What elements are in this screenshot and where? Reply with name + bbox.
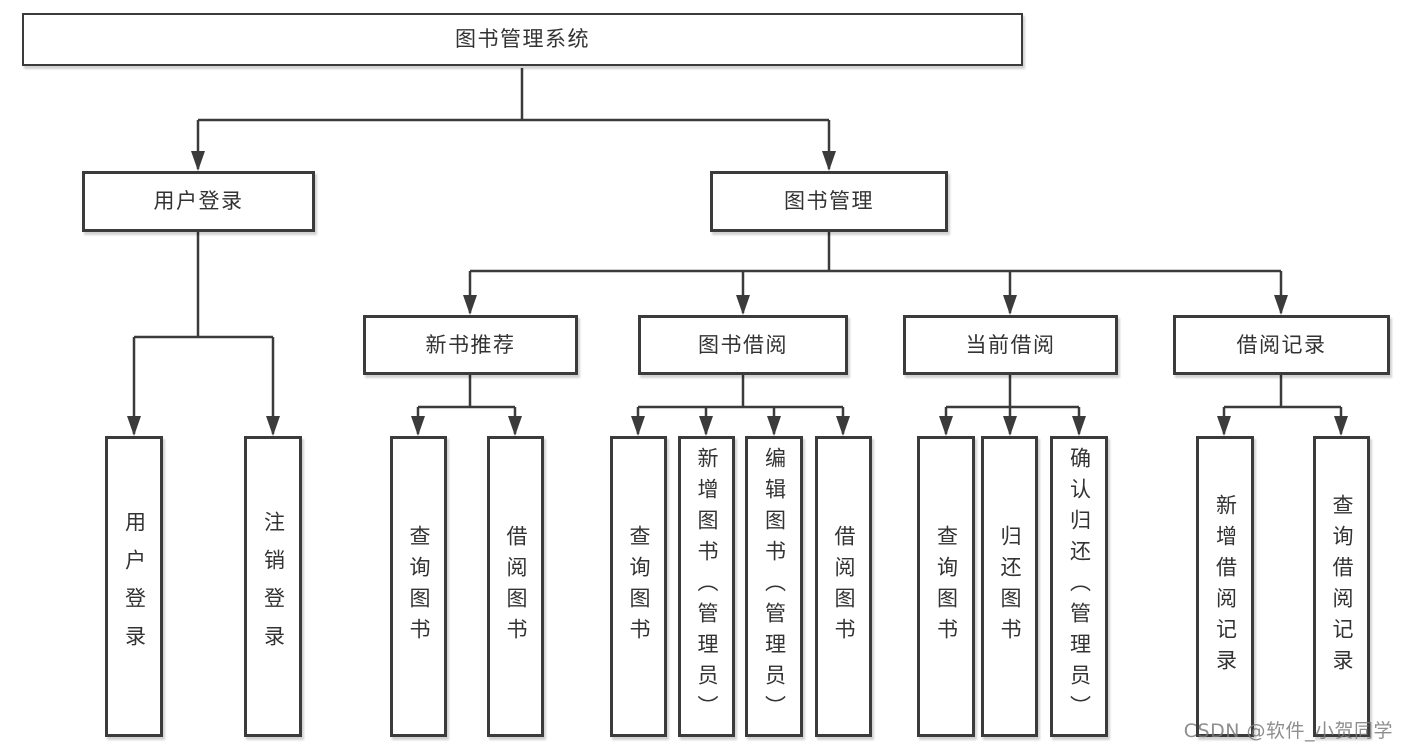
node-root: 图书管理系统 bbox=[22, 13, 1023, 66]
leaf-bb-borrow-book: 借阅图书 bbox=[815, 436, 872, 737]
leaf-br-add-record-label: 新增借阅记录 bbox=[1213, 493, 1238, 680]
node-book-borrow-label: 图书借阅 bbox=[698, 332, 788, 357]
leaf-cb-confirm-return-label: 确认归还（管理员） bbox=[1067, 447, 1092, 726]
leaf-cb-return-book-label: 归还图书 bbox=[998, 524, 1022, 649]
leaf-bb-edit-book: 编辑图书（管理员） bbox=[745, 436, 803, 737]
node-user-login-label: 用户登录 bbox=[153, 189, 244, 213]
leaf-user-login: 用户登录 bbox=[105, 436, 163, 737]
node-current-borrow-label: 当前借阅 bbox=[965, 332, 1056, 357]
leaf-nbr-query-book: 查询图书 bbox=[390, 436, 447, 737]
leaf-logout: 注销登录 bbox=[244, 436, 302, 737]
leaf-cb-query-book: 查询图书 bbox=[917, 436, 975, 737]
watermark: CSDN @软件_小贺同学 bbox=[1183, 720, 1393, 742]
leaf-bb-query-book: 查询图书 bbox=[610, 436, 667, 737]
leaf-bb-add-book-label: 新增图书（管理员） bbox=[695, 447, 719, 726]
node-book-borrow: 图书借阅 bbox=[638, 315, 848, 375]
leaf-bb-add-book: 新增图书（管理员） bbox=[678, 436, 735, 737]
node-new-book-recommend: 新书推荐 bbox=[363, 315, 578, 375]
node-user-login: 用户登录 bbox=[82, 171, 315, 232]
leaf-bb-edit-book-label: 编辑图书（管理员） bbox=[762, 447, 787, 726]
node-book-management-label: 图书管理 bbox=[784, 189, 874, 213]
node-root-label: 图书管理系统 bbox=[455, 27, 590, 51]
leaf-cb-confirm-return: 确认归还（管理员） bbox=[1050, 436, 1108, 737]
leaf-bb-borrow-book-label: 借阅图书 bbox=[832, 524, 856, 649]
leaf-br-query-record: 查询借阅记录 bbox=[1313, 436, 1370, 737]
leaf-cb-return-book: 归还图书 bbox=[981, 436, 1038, 737]
leaf-logout-label: 注销登录 bbox=[261, 510, 286, 663]
leaf-br-add-record: 新增借阅记录 bbox=[1196, 436, 1254, 737]
leaf-nbr-borrow-book-label: 借阅图书 bbox=[504, 524, 528, 649]
leaf-nbr-query-book-label: 查询图书 bbox=[407, 524, 431, 649]
node-new-book-recommend-label: 新书推荐 bbox=[425, 332, 516, 357]
node-borrow-records-label: 借阅记录 bbox=[1236, 332, 1327, 357]
node-borrow-records: 借阅记录 bbox=[1173, 315, 1390, 375]
leaf-bb-query-book-label: 查询图书 bbox=[627, 524, 651, 649]
leaf-cb-query-book-label: 查询图书 bbox=[934, 524, 959, 649]
node-book-management: 图书管理 bbox=[710, 171, 948, 232]
leaf-user-login-label: 用户登录 bbox=[122, 510, 147, 663]
leaf-nbr-borrow-book: 借阅图书 bbox=[487, 436, 544, 737]
leaf-br-query-record-label: 查询借阅记录 bbox=[1330, 493, 1354, 680]
node-current-borrow: 当前借阅 bbox=[903, 315, 1118, 375]
